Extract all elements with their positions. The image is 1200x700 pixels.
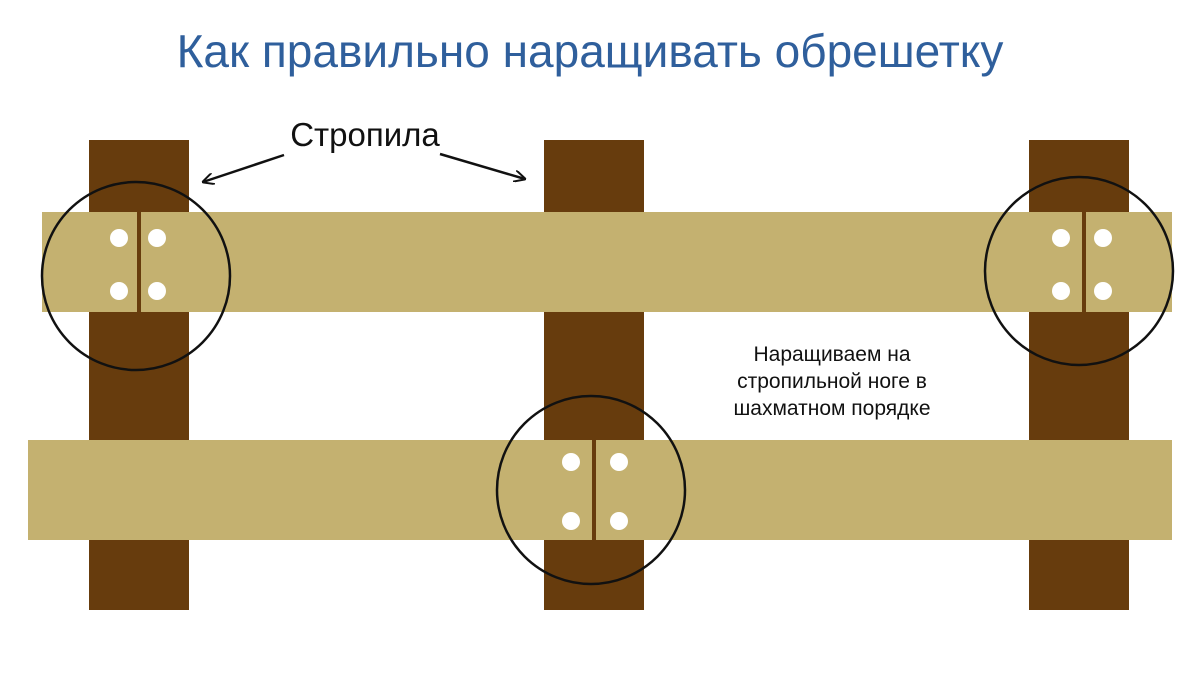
note: Наращиваем на стропильной ноге в шахматн… [733, 343, 930, 420]
nail [610, 453, 628, 471]
batten-top [42, 212, 1172, 312]
joint-seam [137, 212, 141, 312]
joint-seam [1082, 212, 1086, 312]
nail [148, 282, 166, 300]
nail [148, 229, 166, 247]
batten-bottom [28, 440, 1172, 540]
highlight-circle [40, 180, 232, 372]
page-title: Как правильно наращивать обрешетку [176, 25, 1004, 77]
nail [1094, 282, 1112, 300]
nail [562, 453, 580, 471]
nail [110, 282, 128, 300]
nail [1052, 282, 1070, 300]
arrow-to-middle-rafter [439, 152, 525, 179]
highlight-circle [495, 394, 687, 586]
note-line-2: стропильной ноге в [737, 370, 927, 393]
joint-seam [592, 440, 596, 540]
nail [1052, 229, 1070, 247]
highlight-circle [983, 175, 1175, 367]
note-line-1: Наращиваем на [753, 343, 910, 366]
joint-top-right [983, 175, 1175, 367]
joint-bottom-middle [495, 394, 687, 586]
nail [110, 229, 128, 247]
nail [562, 512, 580, 530]
nail [1094, 229, 1112, 247]
arrow-to-left-rafter [203, 153, 285, 182]
nail [610, 512, 628, 530]
rafters-label: Стропила [290, 116, 440, 153]
note-line-3: шахматном порядке [733, 397, 930, 420]
joint-top-left [40, 180, 232, 372]
